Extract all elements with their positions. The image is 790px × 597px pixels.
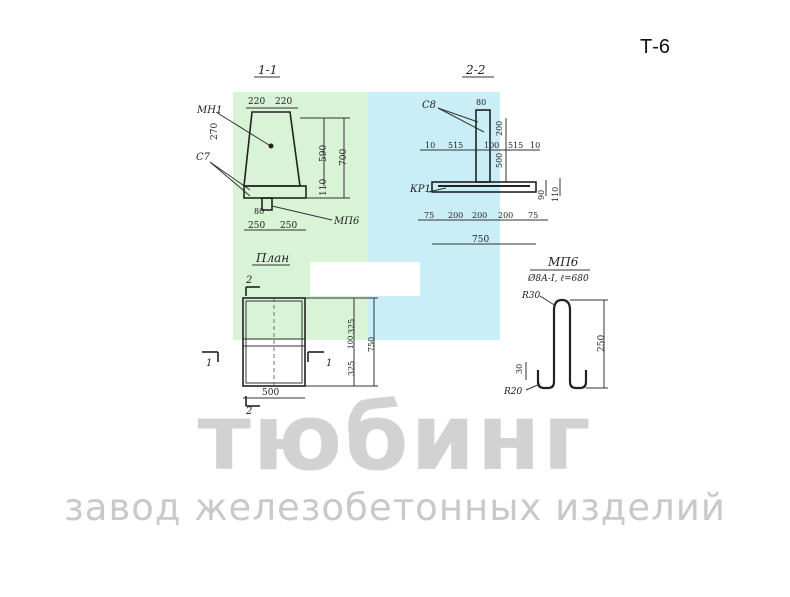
- mp6-title: МП6: [547, 255, 579, 269]
- dim-500: 500: [262, 388, 279, 398]
- dim-220-right: 220: [275, 97, 292, 107]
- dim-325b: 325: [347, 361, 356, 376]
- mp6-detail: МП6 Ø8А-I, ℓ=680 R30 R20 30 250: [503, 255, 608, 397]
- lifting-loop: [261, 197, 273, 211]
- leader-mp6: [271, 205, 333, 221]
- dim-750: 750: [367, 337, 376, 352]
- label-c7: С7: [196, 152, 211, 163]
- section-mark-2-bottom: 2: [245, 406, 252, 417]
- dim-100: 100: [347, 336, 355, 349]
- dim-515b: 515: [508, 141, 523, 150]
- dim-590: 590: [319, 145, 329, 162]
- dim-250-left: 250: [248, 221, 265, 231]
- dim-515a: 515: [448, 141, 463, 150]
- embedded-plate: [268, 143, 274, 149]
- dim-200v: 200: [495, 121, 504, 136]
- dim-750: 750: [472, 235, 489, 245]
- logo-cyan-block: [368, 92, 500, 340]
- logo-backdrop: [233, 92, 500, 340]
- leader-r20: [525, 383, 541, 391]
- section-1-1-title: 1-1: [258, 63, 277, 77]
- leader-c8a: [437, 107, 479, 123]
- section-mark-1-right: 1: [326, 358, 332, 369]
- dim-325a: 325: [347, 319, 356, 334]
- loop-shape: [536, 298, 588, 390]
- block-flange: [243, 185, 307, 199]
- section-2-2-title: 2-2: [465, 63, 485, 77]
- section-mark-2-top: 2: [245, 275, 252, 286]
- dim-200a: 200: [448, 211, 463, 220]
- dim-10a: 10: [425, 141, 435, 150]
- dim-270: 270: [210, 123, 220, 140]
- dim-75a: 75: [424, 211, 434, 220]
- dim-100: 100: [484, 141, 499, 150]
- label-mn1: МН1: [196, 105, 222, 116]
- dim-250-right: 250: [280, 221, 297, 231]
- dim-30: 30: [515, 364, 524, 374]
- flange: [431, 181, 537, 193]
- drawing-code: Т-6: [640, 36, 670, 58]
- dim-10b: 10: [530, 141, 540, 150]
- plan-view: План 2 1 1 325 100 325 750 5: [202, 251, 378, 417]
- watermark-tagline: завод железобетонных изделий: [64, 486, 726, 529]
- plan-title: План: [255, 251, 289, 265]
- dim-r30: R30: [521, 291, 541, 301]
- leader-c7b: [209, 161, 251, 197]
- section-1-1: 1-1 220 220 МН1 270 С7 590 700 110: [196, 63, 360, 231]
- dim-90: 90: [537, 190, 546, 200]
- dim-110: 110: [551, 187, 560, 202]
- section-mark-1-left: 1: [206, 358, 212, 369]
- dim-80: 80: [476, 98, 486, 107]
- dim-80: 80: [254, 207, 264, 216]
- section-2-2: 2-2 80 С8 10 515 100 515 10 200 500 90 1…: [409, 63, 561, 245]
- dim-r20: R20: [503, 387, 523, 397]
- label-kp1: КР1: [409, 184, 431, 195]
- leader-r30: [539, 295, 557, 307]
- dim-250: 250: [597, 335, 607, 352]
- label-c8: С8: [422, 100, 436, 111]
- leader-kp1: [427, 187, 447, 193]
- dim-220-left: 220: [248, 97, 265, 107]
- dim-200b: 200: [472, 211, 487, 220]
- dim-500v: 500: [495, 153, 504, 168]
- mp6-spec: Ø8А-I, ℓ=680: [527, 273, 589, 284]
- logo-inner-green: [268, 130, 368, 192]
- dim-200c: 200: [498, 211, 513, 220]
- leader-mn1: [215, 111, 270, 146]
- dim-75b: 75: [528, 211, 538, 220]
- logo-white-bar: [310, 262, 420, 296]
- dim-110: 110: [319, 179, 329, 196]
- label-mp6: МП6: [333, 216, 360, 227]
- watermark-brand: тюбинг: [197, 384, 593, 491]
- dim-700: 700: [339, 149, 349, 166]
- leader-c7a: [209, 161, 251, 191]
